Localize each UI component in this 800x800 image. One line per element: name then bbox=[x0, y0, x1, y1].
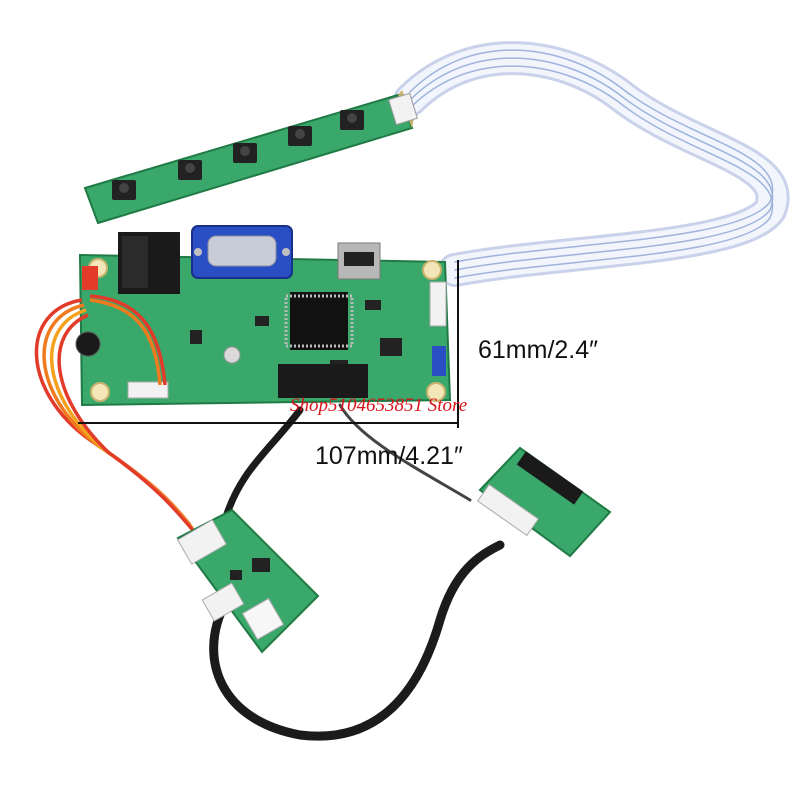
keypad-board bbox=[83, 90, 418, 225]
lvds-adapter-board bbox=[476, 446, 612, 558]
store-watermark: Shop5104653851 Store bbox=[290, 395, 468, 416]
keypad-button bbox=[233, 143, 257, 163]
controller-chip bbox=[284, 292, 354, 350]
inverter-board bbox=[176, 508, 320, 654]
keypad-button bbox=[340, 110, 364, 130]
hdmi-port bbox=[337, 242, 381, 280]
main-board bbox=[75, 225, 452, 407]
power-wires bbox=[34, 294, 198, 536]
keypad-button bbox=[112, 180, 136, 200]
width-dimension-label: 107mm/4.21″ bbox=[315, 442, 463, 470]
ribbon-cable bbox=[393, 41, 790, 287]
keypad-button bbox=[288, 126, 312, 146]
vga-port bbox=[191, 225, 293, 279]
dc-power-jack bbox=[118, 232, 180, 294]
dimension-lines bbox=[78, 260, 459, 428]
height-dimension-label: 61mm/2.4″ bbox=[478, 336, 599, 364]
keypad-button bbox=[178, 160, 202, 180]
